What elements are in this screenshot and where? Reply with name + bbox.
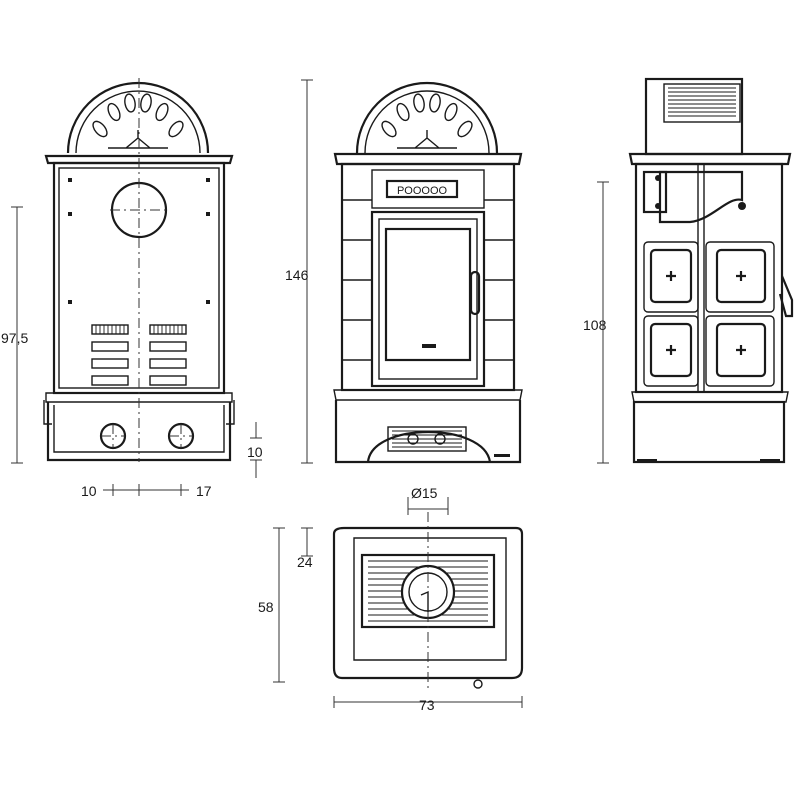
top-depth-label: 58 <box>258 599 274 615</box>
side-height-label: 108 <box>583 317 607 333</box>
top-view <box>332 512 524 692</box>
back-view-arch <box>66 81 210 154</box>
back-view-screws <box>68 178 210 304</box>
top-width-label: 73 <box>419 697 435 713</box>
back-offset-right-label: 17 <box>196 483 212 499</box>
side-view <box>628 77 794 464</box>
dimension-lines <box>11 79 609 708</box>
back-view-vents <box>91 324 187 386</box>
top-depth-offset-label: 24 <box>297 554 313 570</box>
flue-diameter-label: Ø15 <box>411 485 438 501</box>
back-offset-bottom-label: 10 <box>247 444 263 460</box>
back-height-label: 97,5 <box>1 330 28 346</box>
back-view <box>43 78 235 462</box>
front-control-panel-label: POOOOO <box>397 185 448 197</box>
dimension-labels: 97,5 146 108 10 10 17 Ø15 24 58 73 <box>1 267 607 713</box>
front-height-label: 146 <box>285 267 309 283</box>
back-offset-left-label: 10 <box>81 483 97 499</box>
front-view: POOOOO <box>333 81 523 464</box>
side-view-tiles <box>643 241 775 387</box>
front-view-arch <box>355 81 499 154</box>
